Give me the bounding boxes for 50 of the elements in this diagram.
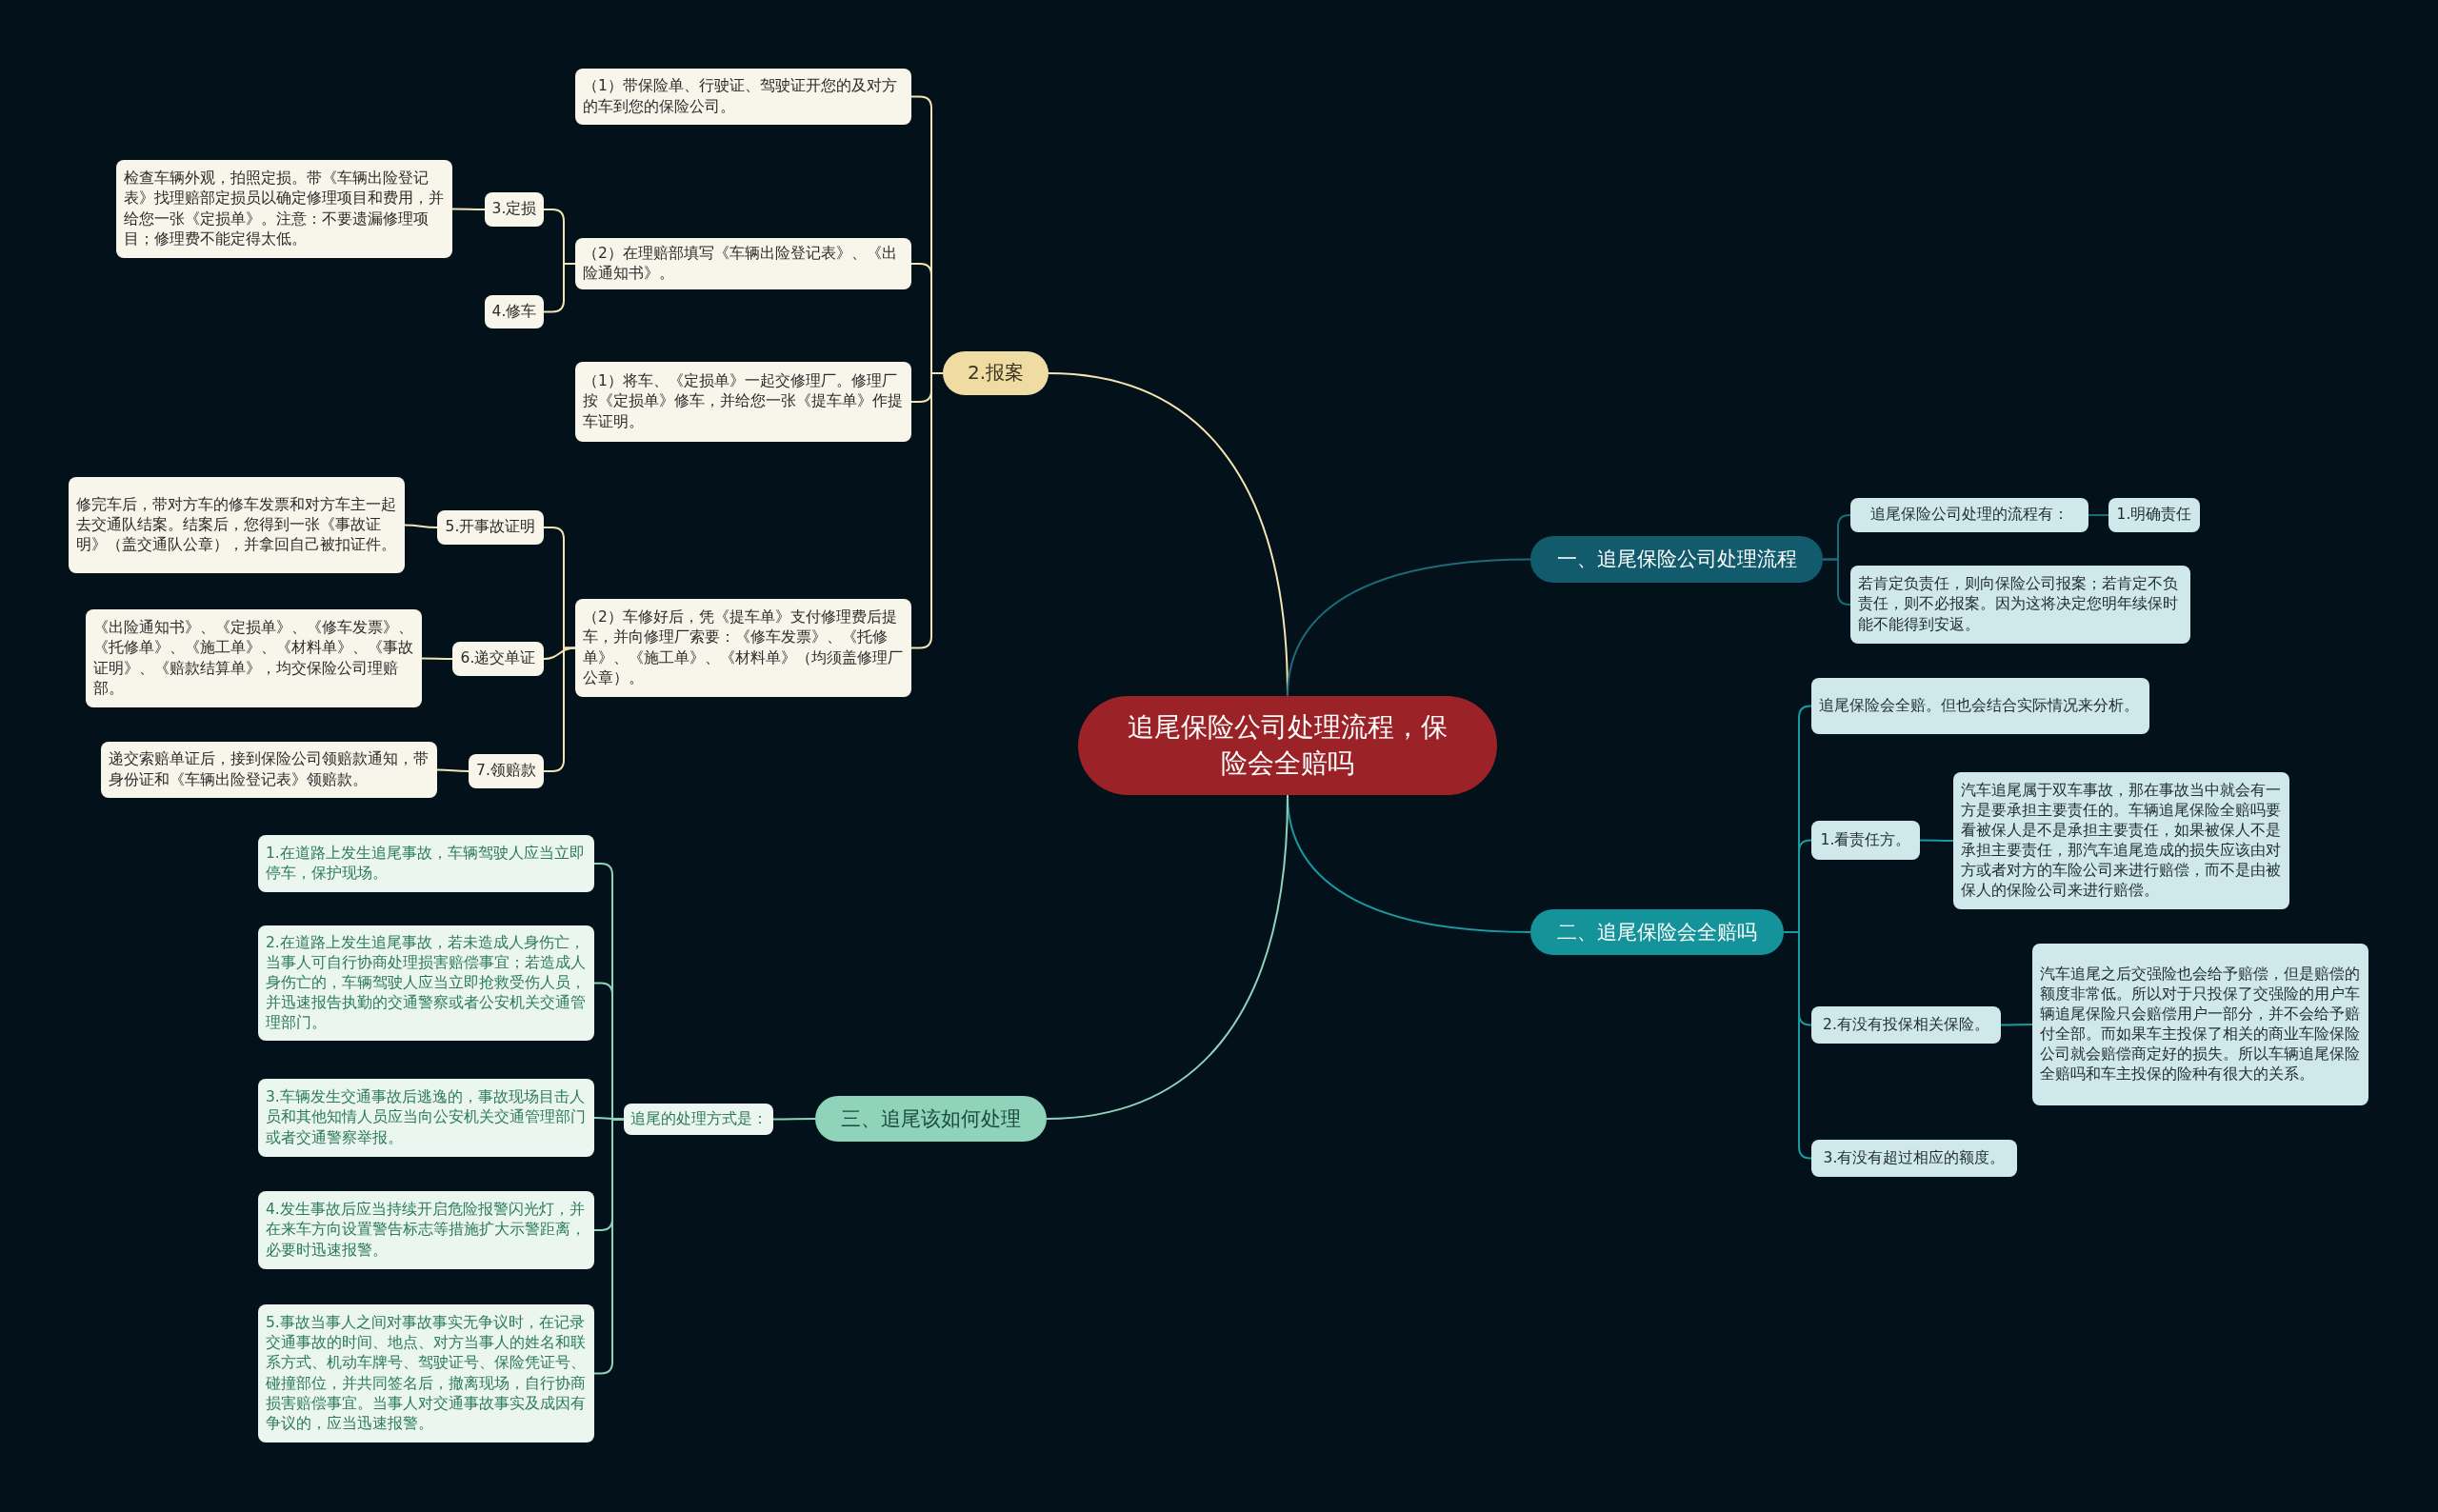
topic-box: （2）在理赔部填写《车辆出险登记表》、《出险通知书》。 xyxy=(575,238,911,289)
connector-line xyxy=(772,1118,816,1121)
topic-box: 3.定损 xyxy=(485,192,544,227)
connector-line xyxy=(910,372,944,649)
topic-box: 《出险通知书》、《定损单》、《修车发票》、《托修单》、《施工单》、《材料单》、《事故证明》、《赔款结算单》，均交保险公司理赔部。 xyxy=(86,609,422,707)
branch-topic: 2.报案 xyxy=(943,351,1049,395)
connector-line xyxy=(1919,839,1954,842)
topic-box: 2.有没有投保相关保险。 xyxy=(1811,1006,2001,1044)
connector-line xyxy=(593,1118,625,1375)
connector-line xyxy=(421,657,453,660)
topic-box: 追尾保险公司处理的流程有： xyxy=(1850,498,2088,532)
topic-box: （1）将车、《定损单》一起交修理厂。修理厂按《定损单》修车，并给您一张《提车单》作提车证明。 xyxy=(575,362,911,442)
topic-box: 追尾的处理方式是： xyxy=(624,1104,773,1135)
connector-line xyxy=(593,1117,625,1121)
connector-line xyxy=(404,524,438,528)
connector-line xyxy=(1783,931,1812,1160)
connector-line xyxy=(1287,558,1531,697)
connector-line xyxy=(2088,514,2109,516)
topic-box: 2.在道路上发生追尾事故，若未造成人身伤亡，当事人可自行协商处理损害赔偿事宜；若造成人身伤亡的，车辆驾驶人应当立即抢救受伤人员，并迅速报告执勤的交通警察或者公安机关交通管理部门。 xyxy=(258,925,594,1041)
central-topic: 追尾保险公司处理流程，保险会全赔吗 xyxy=(1078,696,1497,795)
topic-box: 汽车追尾属于双车事故，那在事故当中就会有一方是要承担主要责任的。车辆追尾保险全赔吗要看被保人是不是承担主要责任，如果被保人不是承担主要责任，那汽车追尾造成的损失应该由对方或者对方的车险公司来进行赔偿，而不是由被保人的保险公司来进行赔偿。 xyxy=(1953,772,2289,909)
topic-box: 1.在道路上发生追尾事故，车辆驾驶人应当立即停车，保护现场。 xyxy=(258,835,594,892)
connector-line xyxy=(543,263,576,313)
branch-topic: 三、追尾该如何处理 xyxy=(815,1096,1047,1142)
topic-box: 汽车追尾之后交强险也会给予赔偿，但是赔偿的额度非常低。所以对于只投保了交强险的用户车辆追尾保险只会赔偿用户一部分，并不会给予赔付全部。而如果车主投保了相关的商业车险保险公司就会赔偿商定好的损失。所以车辆追尾保险全赔吗和车主投保的险种有很大的关系。 xyxy=(2032,944,2368,1105)
topic-box: 5.开事故证明 xyxy=(437,510,544,545)
topic-box: 7.领赔款 xyxy=(469,754,544,788)
connector-line xyxy=(436,768,470,772)
topic-box: 4.发生事故后应当持续开启危险报警闪光灯，并在来车方向设置警告标志等措施扩大示警距离，必要时迅速报警。 xyxy=(258,1191,594,1269)
topic-box: 3.有没有超过相应的额度。 xyxy=(1811,1140,2017,1177)
connector-line xyxy=(543,647,576,772)
connector-line xyxy=(1822,558,1851,606)
topic-box: 3.车辆发生交通事故后逃逸的，事故现场目击人员和其他知情人员应当向公安机关交通管理部门或者交通警察举报。 xyxy=(258,1079,594,1157)
topic-box: 5.事故当事人之间对事故事实无争议时，在记录交通事故的时间、地点、对方当事人的姓名和联系方式、机动车牌号、驾驶证号、保险凭证号、碰撞部位，并共同签名后，撤离现场，自行协商损害赔偿事宜。当事人对交通事故事实及成因有争议的，应当迅速报警。 xyxy=(258,1304,594,1442)
topic-box: 追尾保险会全赔。但也会结合实际情况来分析。 xyxy=(1811,678,2149,734)
topic-box: 1.看责任方。 xyxy=(1811,821,1920,860)
topic-box: （2）车修好后，凭《提车单》支付修理费后提车，并向修理厂索要：《修车发票》、《托修单》、《施工单》、《材料单》（均须盖修理厂公章）。 xyxy=(575,599,911,697)
topic-box: 修完车后，带对方车的修车发票和对方车主一起去交通队结案。结案后，您得到一张《事故证明》（盖交通队公章），并拿回自己被扣证件。 xyxy=(69,477,405,573)
topic-box: 1.明确责任 xyxy=(2108,498,2200,532)
connector-line xyxy=(1046,794,1289,1120)
topic-box: （1）带保险单、行驶证、驾驶证开您的及对方的车到您的保险公司。 xyxy=(575,69,911,125)
topic-box: 检查车辆外观，拍照定损。带《车辆出险登记表》找理赔部定损员以确定修理项目和费用，并给您一张《定损单》。注意：不要遗漏修理项目；修理费不能定得太低。 xyxy=(116,160,452,258)
topic-box: 6.递交单证 xyxy=(452,642,544,676)
branch-topic: 二、追尾保险会全赔吗 xyxy=(1530,909,1784,955)
connector-line xyxy=(451,208,486,210)
branch-topic: 一、追尾保险公司处理流程 xyxy=(1530,536,1823,583)
connector-line xyxy=(2000,1024,2033,1026)
topic-box: 递交索赔单证后，接到保险公司领赔款通知，带身份证和《车辆出险登记表》领赔款。 xyxy=(101,742,437,798)
topic-box: 若肯定负责任，则向保险公司报案；若肯定不负责任，则不必报案。因为这将决定您明年续保时能不能得到安返。 xyxy=(1850,566,2190,644)
topic-box: 4.修车 xyxy=(485,295,544,328)
